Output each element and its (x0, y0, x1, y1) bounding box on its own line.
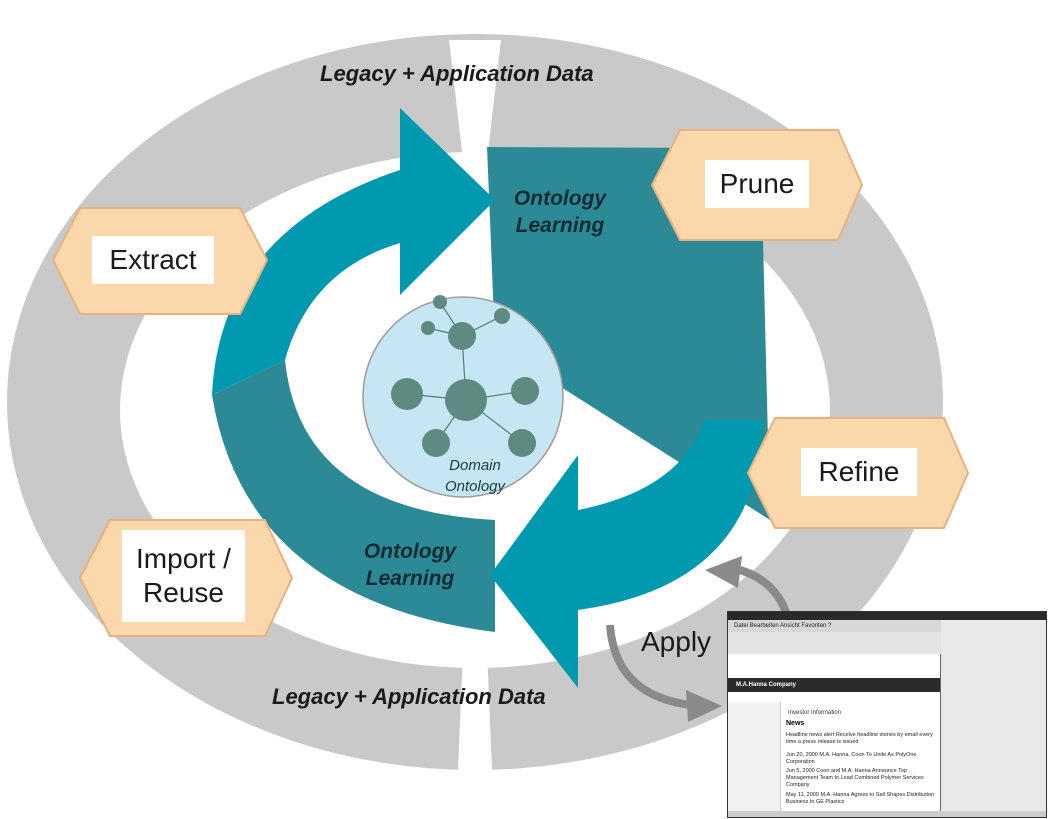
node (422, 429, 450, 457)
import-reuse-label-bg (122, 530, 245, 622)
prune-label: Prune (705, 167, 809, 201)
ontology-learning-line: Learning (515, 214, 605, 237)
domain-ontology-line: Domain (449, 457, 501, 474)
screenshot-nav (728, 702, 781, 817)
screenshot-news-item: Jun 5, 2000 Coon and M.A. Hanna Announce… (786, 768, 924, 788)
domain-ontology-line: Ontology (444, 478, 506, 495)
ontology-learning-label-top: Ontology Learning (495, 185, 625, 239)
screenshot-news-item: Headline news alert Receive headline sto… (786, 732, 933, 745)
node (445, 379, 487, 421)
legacy-data-label-bottom: Legacy + Application Data (272, 684, 546, 709)
import-text: Import / (136, 543, 231, 574)
ontology-learning-line: Ontology (363, 540, 457, 563)
screenshot-section: Investor Information (788, 710, 842, 716)
arrow-upper-teal (212, 108, 495, 395)
refine-label-bg (801, 448, 917, 496)
node (391, 378, 423, 410)
domain-ontology-label: Domain Ontology (425, 455, 525, 497)
prune-text: Prune (719, 168, 795, 199)
import-reuse-label: Import / Reuse (122, 542, 245, 610)
reuse-text: Reuse (143, 577, 224, 608)
node (448, 322, 476, 350)
node (433, 295, 447, 309)
ontology-learning-label-bottom: Ontology Learning (345, 538, 475, 592)
ontology-nodes (391, 295, 539, 457)
prune-label-bg (705, 160, 809, 208)
screenshot-news-item: May 11, 2000 M.A. Hanna Agrees to Sell S… (786, 792, 935, 805)
screenshot-brand: M.A.Hanna Company (728, 678, 940, 692)
arrow-lower-dark (212, 360, 495, 632)
node (494, 308, 510, 324)
screenshot-ontology-pane (941, 620, 1046, 817)
extract-label: Extract (92, 243, 214, 277)
ontology-learning-line: Learning (365, 567, 455, 590)
screenshot-statusbar (728, 811, 1046, 817)
extract-label-bg (92, 236, 214, 284)
ontology-learning-line: Ontology (513, 187, 607, 210)
apply-arrow-up-head (705, 556, 742, 588)
ring-gap-bottom (458, 650, 492, 770)
ring-gap-top (449, 40, 501, 160)
arrow-lower-teal (490, 420, 762, 688)
node (421, 321, 435, 335)
node (511, 377, 539, 405)
screenshot-news-title: News (786, 720, 805, 727)
node (508, 429, 536, 457)
refine-label: Refine (801, 455, 917, 489)
screenshot-news-item: Jun 20, 2000 M.A. Hanna, Coon To Unite A… (786, 752, 917, 765)
apply-arrow-down-head (686, 690, 722, 722)
screenshot-titlebar (728, 612, 1046, 620)
legacy-data-label-top: Legacy + Application Data (320, 61, 594, 86)
application-screenshot: Datei Bearbeiten Ansicht Favoriten ? M.A… (727, 611, 1047, 818)
apply-arrow-down (606, 624, 691, 709)
apply-label: Apply (641, 626, 712, 657)
refine-text: Refine (818, 456, 900, 487)
screenshot-browser-pane: M.A.Hanna Company Investor Information N… (728, 654, 941, 817)
extract-text: Extract (109, 244, 197, 275)
